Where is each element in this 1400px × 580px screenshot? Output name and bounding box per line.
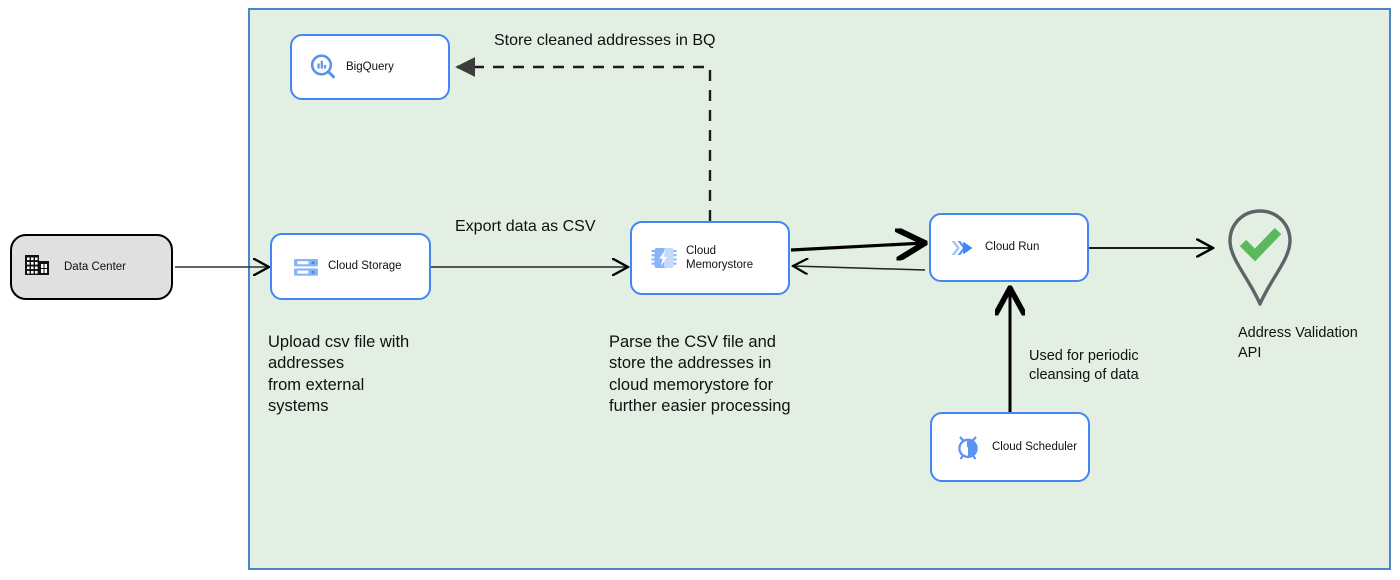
node-data-center[interactable]: Data Center <box>10 234 173 300</box>
node-label-data-center: Data Center <box>64 261 127 273</box>
node-cloud-scheduler[interactable]: Cloud Scheduler <box>930 412 1090 482</box>
annotation-parse-csv: Parse the CSV file and store the address… <box>609 333 791 416</box>
map-pin-check-icon <box>1214 204 1306 319</box>
edge-label-store-in-bq: Store cleaned addresses in BQ <box>494 32 716 49</box>
node-label-cloud-storage: Cloud Storage <box>328 260 402 273</box>
node-address-validation-api[interactable]: Address Validation API <box>1214 204 1358 361</box>
cloud-run-icon <box>939 233 985 263</box>
memorystore-icon <box>642 243 686 273</box>
node-cloud-storage[interactable]: Cloud Storage <box>270 233 431 300</box>
node-cloud-run[interactable]: Cloud Run <box>929 213 1089 282</box>
cloud-boundary <box>248 8 1391 570</box>
node-label-address-validation-api: Address Validation API <box>1238 325 1358 361</box>
cloud-storage-icon <box>284 253 328 281</box>
cloud-scheduler-icon <box>944 432 992 462</box>
node-bigquery[interactable]: BigQuery <box>290 34 450 100</box>
node-cloud-memorystore[interactable]: Cloud Memorystore <box>630 221 790 295</box>
node-label-cloud-run: Cloud Run <box>985 241 1040 254</box>
node-label-cloud-scheduler: Cloud Scheduler <box>992 440 1078 453</box>
node-label-bigquery: BigQuery <box>346 60 394 73</box>
building-icon <box>24 252 64 283</box>
annotation-upload-csv: Upload csv file with addresses from exte… <box>268 333 410 416</box>
edge-label-export-csv: Export data as CSV <box>455 218 596 235</box>
bigquery-icon <box>300 52 346 82</box>
node-label-cloud-memorystore: Cloud Memorystore <box>686 244 754 271</box>
edge-label-scheduler-note: Used for periodic cleansing of data <box>1029 348 1139 383</box>
